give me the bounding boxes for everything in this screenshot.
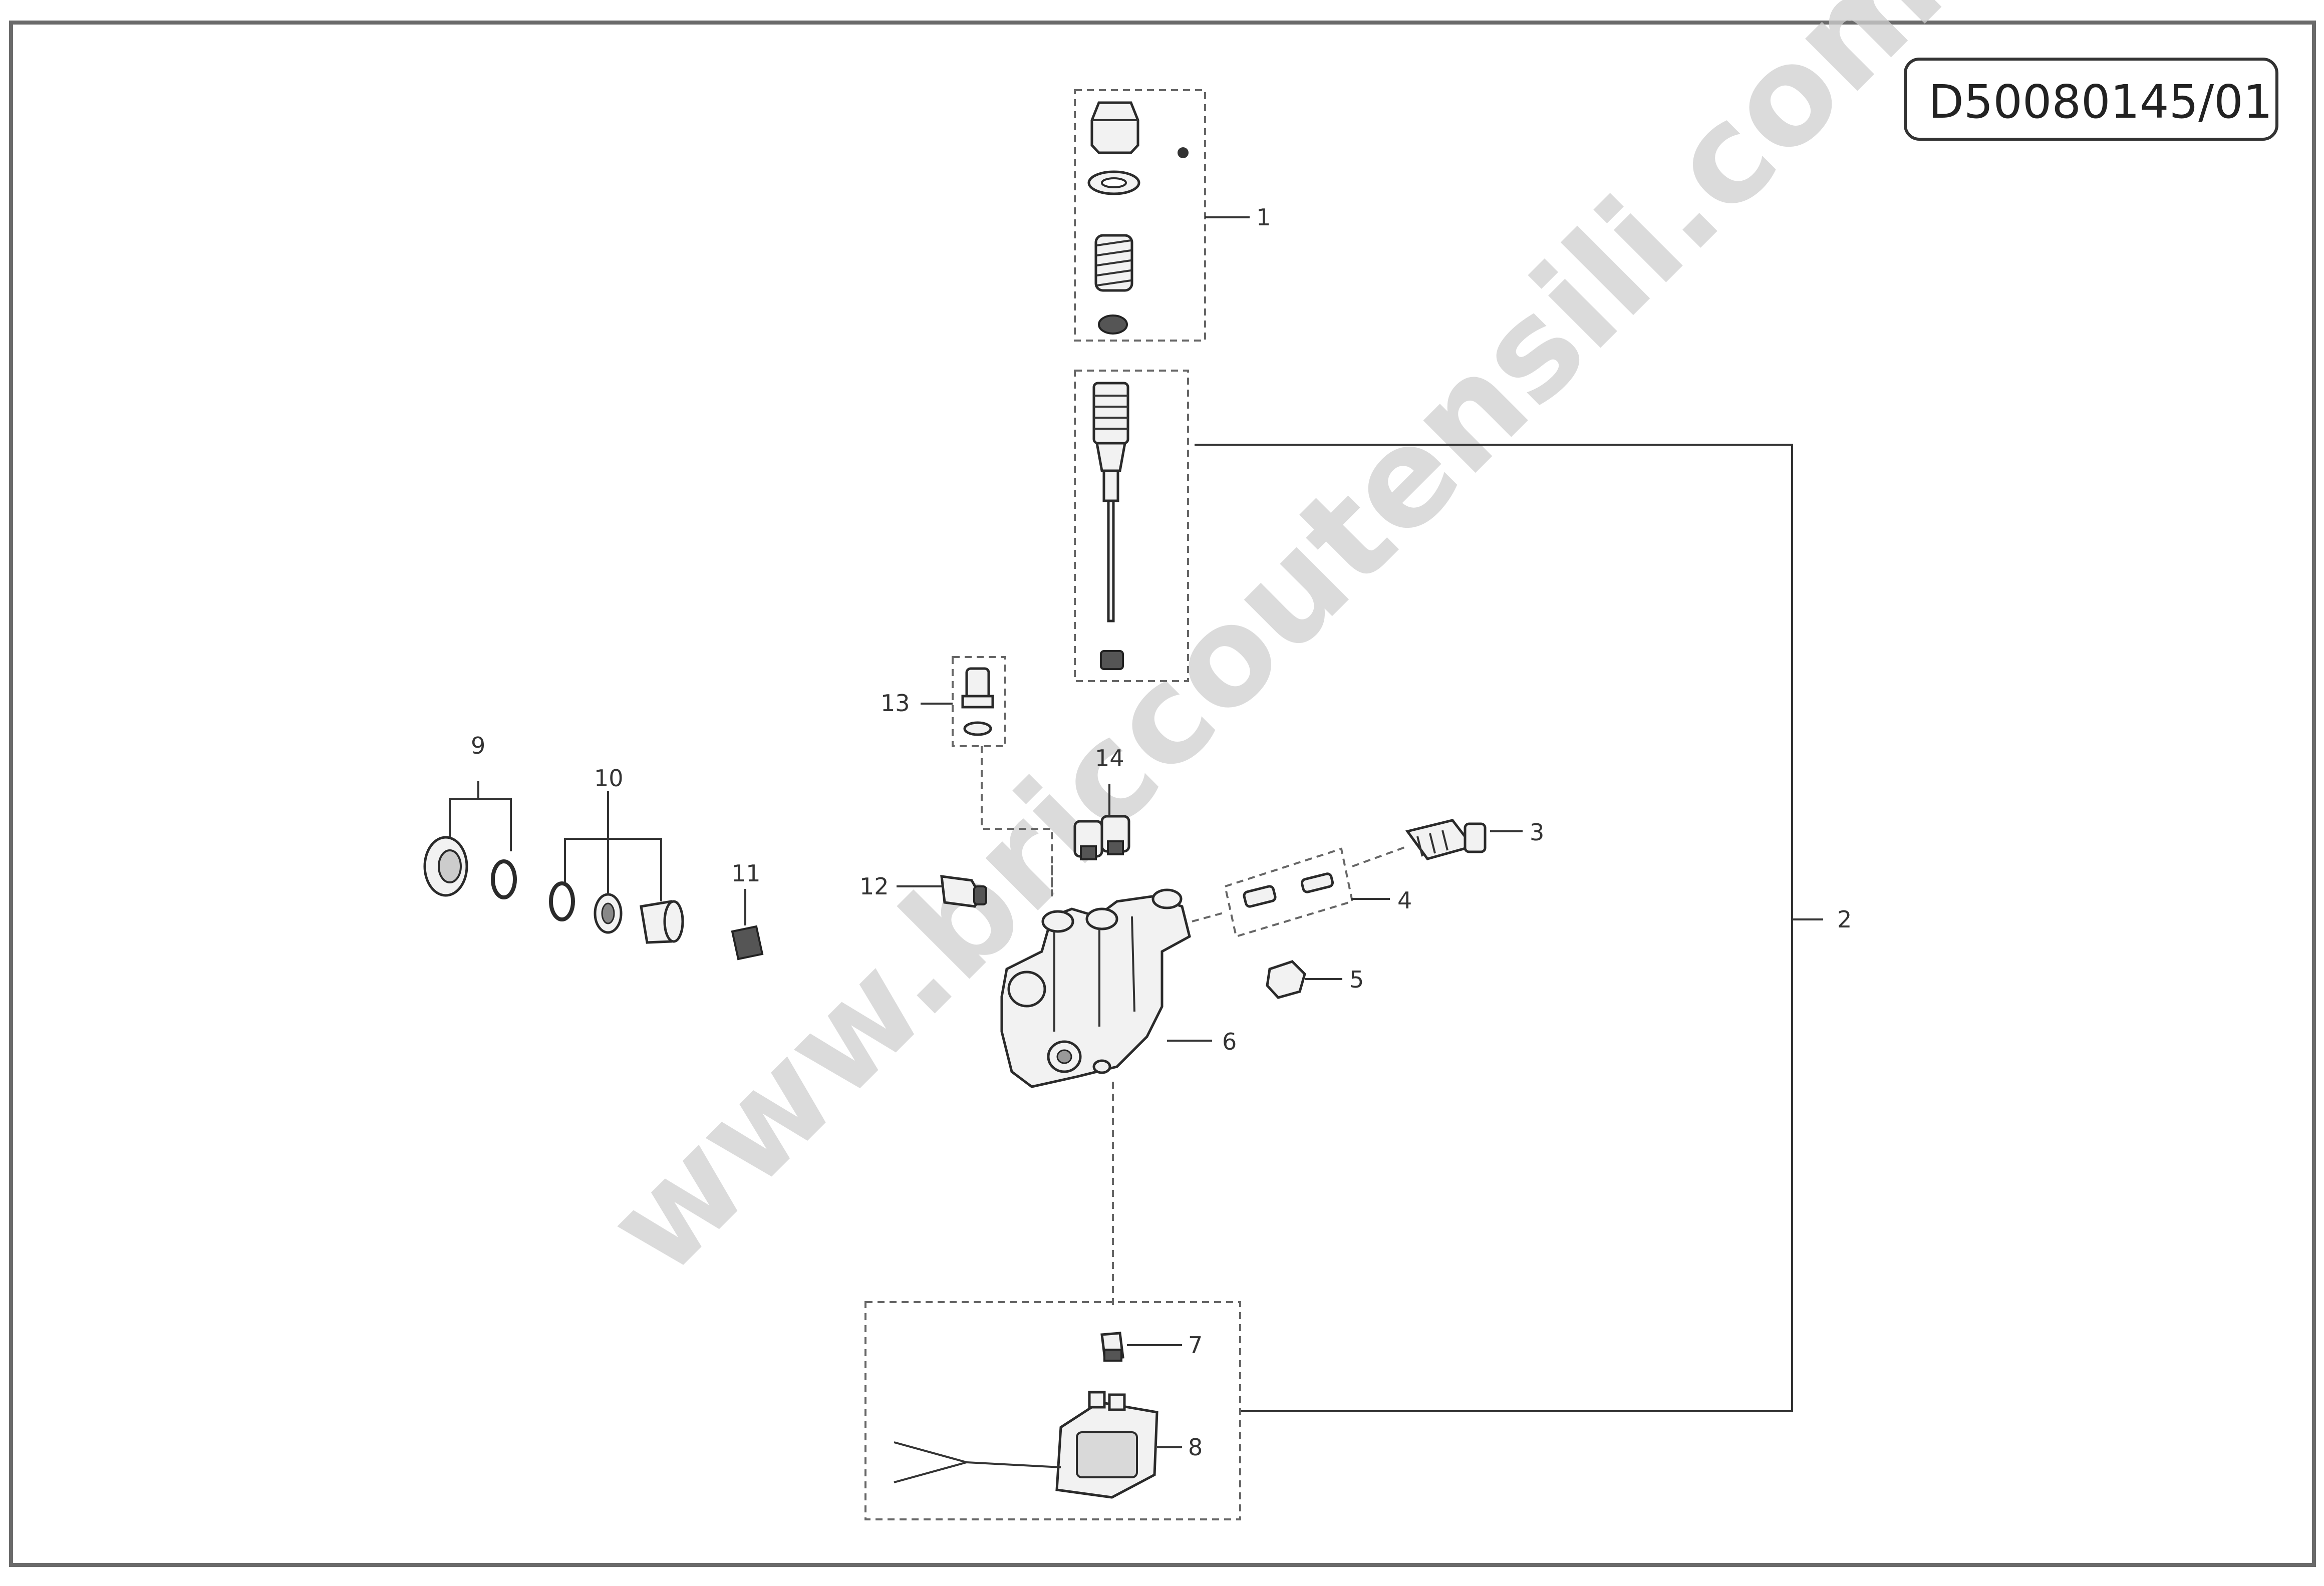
part-group-5: 5 <box>1266 960 1364 999</box>
part-group-13: 13 <box>881 656 1053 896</box>
part-group-3: 3 <box>1405 819 1544 860</box>
callout-1: 1 <box>1256 204 1271 231</box>
callout-10: 10 <box>594 765 624 792</box>
callout-8: 8 <box>1188 1434 1203 1461</box>
callout-2-bracket: 2 <box>1195 444 1852 1412</box>
callout-12: 12 <box>859 873 889 900</box>
drawing-frame <box>9 21 2316 1567</box>
drawing-code-box: D50080145/01 <box>1904 58 2278 141</box>
callout-6: 6 <box>1222 1028 1237 1055</box>
callout-5: 5 <box>1349 966 1364 993</box>
part-group-12: 12 <box>859 873 987 908</box>
callout-7: 7 <box>1188 1332 1203 1359</box>
callout-2: 2 <box>1837 906 1852 933</box>
part-group-switch: 7 8 <box>864 1301 1241 1520</box>
callout-3: 3 <box>1530 819 1544 846</box>
part-group-11: 11 <box>731 860 764 961</box>
part-group-9: 9 <box>423 732 517 899</box>
part-group-pin <box>1074 370 1189 682</box>
part-group-14: 14 <box>1073 745 1130 860</box>
callout-9: 9 <box>471 732 485 759</box>
callout-14: 14 <box>1095 745 1124 772</box>
part-group-10: 10 <box>549 765 684 944</box>
drawing-code: D50080145/01 <box>1928 75 2272 129</box>
part-group-6: 6 <box>1000 861 1237 1307</box>
part-group-1: 1 <box>1074 89 1271 342</box>
callout-11: 11 <box>731 860 761 887</box>
callout-4: 4 <box>1397 887 1412 914</box>
callout-13: 13 <box>881 690 910 717</box>
part-group-4: 4 <box>1192 845 1412 938</box>
